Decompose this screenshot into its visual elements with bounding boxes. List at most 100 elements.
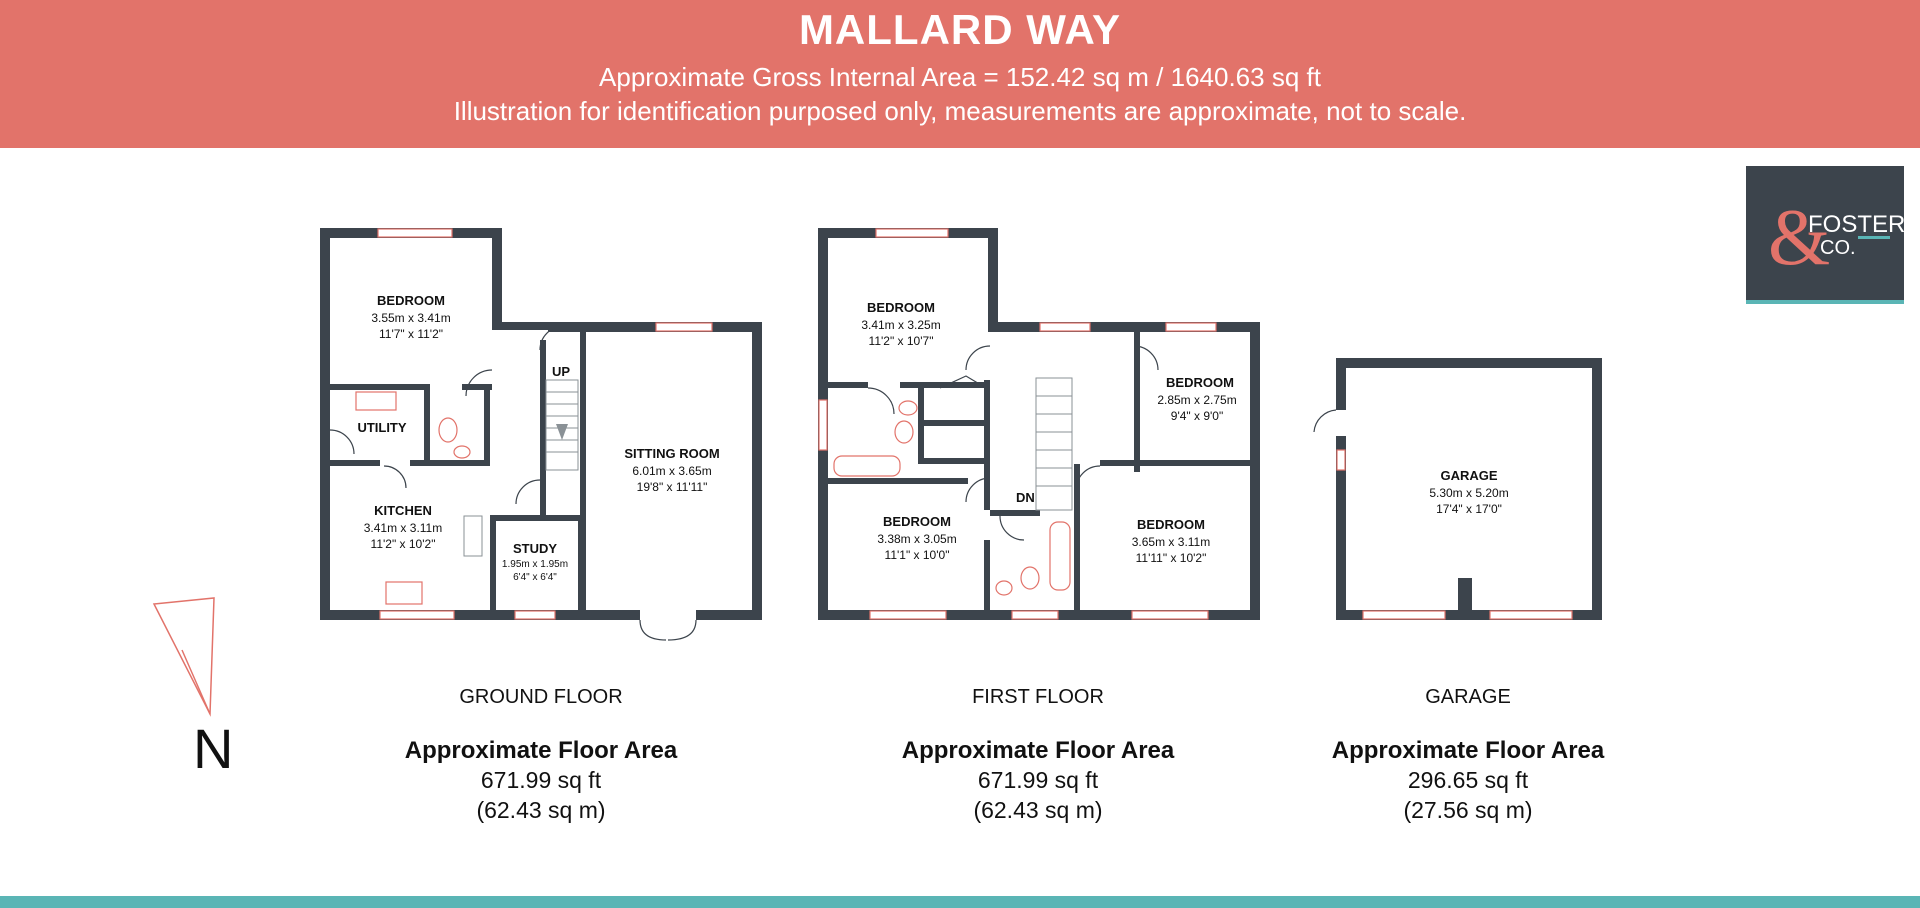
window — [377, 228, 453, 238]
floor-area-sqm: (62.43 sq m) — [973, 797, 1103, 823]
wall — [828, 382, 868, 388]
wall — [990, 510, 1040, 516]
toilet — [438, 417, 458, 443]
door-arc — [1133, 345, 1159, 371]
floor-area-sqm: (27.56 sq m) — [1403, 797, 1533, 823]
wall — [1100, 460, 1250, 466]
header-banner: MALLARD WAY Approximate Gross Internal A… — [0, 0, 1920, 148]
room-dimensions-metric: 5.30m x 5.20m — [1429, 486, 1508, 500]
wall — [578, 515, 584, 610]
room-dimensions-metric: 3.55m x 3.41m — [371, 311, 450, 325]
wall — [1250, 322, 1260, 620]
room-dimensions-imperial: 19'8" x 11'11" — [637, 480, 708, 494]
wall — [1336, 358, 1602, 368]
window — [655, 322, 713, 332]
wall — [462, 384, 492, 390]
room-name: BEDROOM — [883, 514, 951, 529]
room-name: GARAGE — [1440, 468, 1497, 483]
window — [514, 610, 556, 620]
door-arc — [1075, 465, 1101, 491]
wall — [492, 322, 564, 330]
stairs-outline — [1035, 377, 1073, 511]
room-name: BEDROOM — [377, 293, 445, 308]
floor-area-sqft: 671.99 sq ft — [977, 767, 1099, 793]
room-dimensions-imperial: 11'2" x 10'2" — [371, 537, 436, 551]
disclaimer-text: Illustration for identification purposed… — [453, 96, 1467, 126]
room-dimensions-metric: 3.41m x 3.25m — [861, 318, 940, 332]
room-dimensions-metric: 1.95m x 1.95m — [502, 559, 568, 570]
garage-pillar — [1458, 578, 1472, 620]
wall — [1074, 464, 1080, 514]
room-name: UTILITY — [357, 420, 406, 435]
floor-name: GROUND FLOOR — [459, 686, 623, 708]
wall — [1592, 358, 1602, 620]
kitchen-sink — [385, 581, 423, 605]
wall — [1336, 358, 1346, 620]
wall — [484, 390, 490, 460]
door-arc — [965, 345, 991, 371]
stairs-outline — [545, 379, 579, 471]
wall — [988, 228, 998, 332]
wall — [410, 460, 490, 466]
wall — [320, 228, 330, 620]
toilet — [1020, 566, 1040, 590]
ground-floor-plan: UP BEDROOM 3.55m x 3.41m 11'7" x 11'2" U… — [320, 228, 762, 641]
window — [379, 610, 455, 620]
wall — [918, 458, 990, 464]
wall — [330, 384, 430, 390]
compass-arrow-icon — [152, 597, 215, 717]
room-dimensions-metric: 3.65m x 3.11m — [1132, 535, 1210, 549]
floor-area-heading: Approximate Floor Area — [404, 737, 678, 764]
wall — [984, 380, 990, 510]
room-dimensions-imperial: 11'11" x 10'2" — [1136, 551, 1207, 565]
floor-name: FIRST FLOOR — [972, 686, 1104, 708]
french-door-opening — [640, 610, 696, 620]
stairs-label: DN — [1016, 490, 1035, 505]
room-name: KITCHEN — [374, 503, 432, 518]
footer-bar — [0, 896, 1920, 908]
garage-caption: GARAGE Approximate Floor Area 296.65 sq … — [1268, 686, 1668, 825]
window — [875, 228, 949, 238]
wall — [540, 340, 546, 520]
floor-area-sqm: (62.43 sq m) — [476, 797, 606, 823]
foster-co-logo: & FOSTER CO. — [1746, 166, 1905, 304]
toilet — [894, 420, 914, 444]
first-floor-caption: FIRST FLOOR Approximate Floor Area 671.9… — [838, 686, 1238, 825]
room-name: SITTING ROOM — [624, 446, 719, 461]
wall — [330, 460, 380, 466]
ground-stairs: UP — [545, 364, 579, 471]
wall — [1134, 332, 1140, 472]
basin — [453, 445, 471, 459]
gross-area-text: Approximate Gross Internal Area = 152.42… — [599, 62, 1321, 92]
floor-name: GARAGE — [1425, 686, 1511, 708]
floor-area-heading: Approximate Floor Area — [1331, 737, 1605, 764]
room-dimensions-imperial: 17'4" x 17'0" — [1436, 502, 1502, 516]
wall — [424, 384, 430, 464]
stairs-label: UP — [552, 364, 570, 379]
garage-door — [1362, 610, 1446, 620]
room-dimensions-metric: 6.01m x 3.65m — [632, 464, 711, 478]
door-arc — [383, 465, 407, 489]
hob — [463, 515, 483, 557]
door-arc — [539, 325, 565, 351]
wall — [490, 515, 580, 521]
door-arc — [329, 429, 355, 455]
logo-graphic: & FOSTER CO. — [1768, 194, 1905, 282]
window — [1039, 322, 1091, 332]
window — [1336, 449, 1346, 471]
wall — [490, 515, 496, 610]
property-title: MALLARD WAY — [798, 6, 1122, 53]
basin — [995, 580, 1013, 596]
garage-plan: GARAGE 5.30m x 5.20m 17'4" x 17'0" — [1313, 358, 1602, 620]
room-dimensions-imperial: 6'4" x 6'4" — [513, 572, 557, 583]
window — [1131, 610, 1209, 620]
room-dimensions-metric: 2.85m x 2.75m — [1157, 393, 1236, 407]
first-floor-stairs: DN — [1016, 377, 1073, 511]
wall — [900, 382, 990, 388]
wall — [984, 540, 990, 610]
cupboard-doors — [939, 375, 987, 389]
floor-area-sqft: 296.65 sq ft — [1407, 767, 1529, 793]
door-arc — [867, 387, 895, 415]
room-name: BEDROOM — [1166, 375, 1234, 390]
